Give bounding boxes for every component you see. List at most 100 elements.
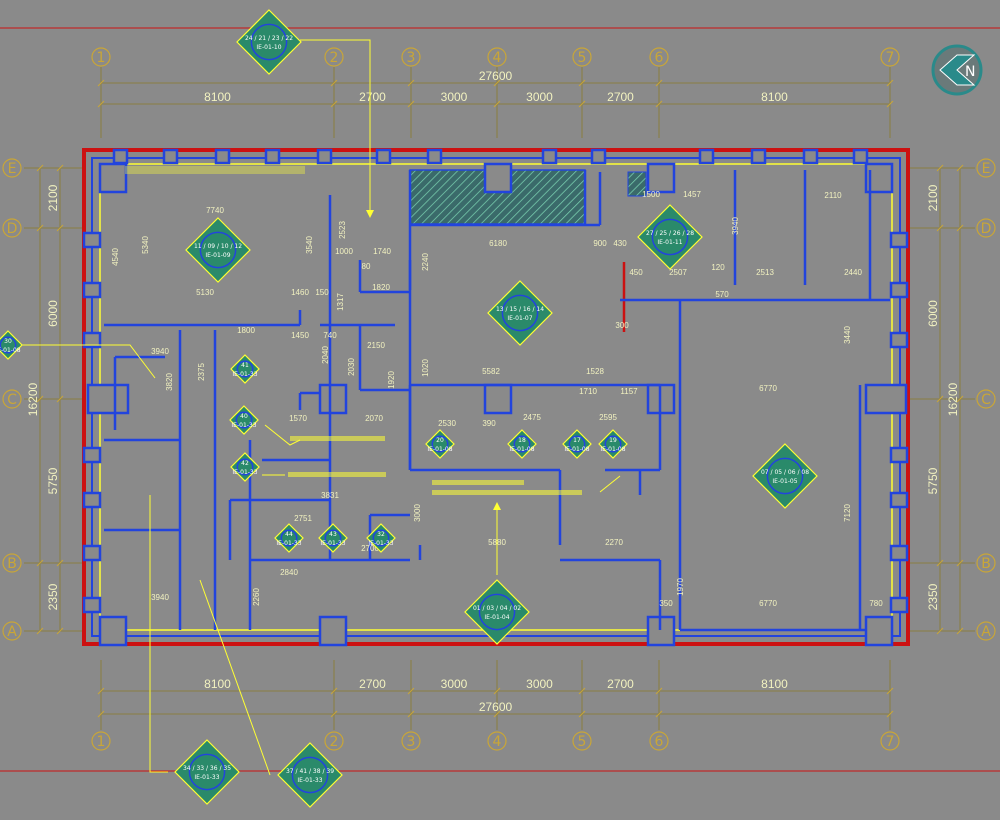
axis-bubble-6-circle <box>649 47 669 67</box>
interior-dimension: 5130 <box>196 288 214 297</box>
interior-dimension: 2595 <box>599 413 617 422</box>
interior-walls <box>104 170 890 632</box>
axis-bubble-1: 1 <box>97 50 106 66</box>
interior-dimension: 1970 <box>676 578 685 596</box>
elevation-tag-diamond <box>752 443 818 509</box>
interior-dimension: 900 <box>593 239 607 248</box>
interior-dimension: 1157 <box>620 387 638 396</box>
axis-bubble-E-circle <box>976 158 996 178</box>
axis-bubble-C-circle <box>2 389 22 409</box>
axis-bubble-E: E <box>8 161 17 177</box>
leader-line <box>599 475 621 493</box>
column <box>98 615 128 647</box>
axis-bubble-E: E <box>982 161 991 177</box>
interior-dimension: 150 <box>315 288 329 297</box>
column <box>889 331 909 349</box>
column <box>112 148 129 165</box>
column <box>82 331 102 349</box>
column <box>852 148 869 165</box>
elevation-tag-diamond <box>318 523 348 553</box>
interior-dimension: 2700 <box>361 544 379 553</box>
column <box>802 148 819 165</box>
axis-bubble-1-circle <box>91 47 111 67</box>
column <box>889 544 909 562</box>
axis-bubble-2: 2 <box>330 734 339 750</box>
column <box>214 148 231 165</box>
elevation-tag-ref: IE-01-33 <box>368 540 393 547</box>
interior-dimension: 350 <box>659 599 673 608</box>
interior-dimension: 570 <box>715 290 729 299</box>
interior-dimension: 2030 <box>347 358 356 376</box>
column <box>590 148 607 165</box>
axis-bubble-2: 2 <box>330 50 339 66</box>
column-axis-lines <box>100 67 891 730</box>
overall-dimension: 27600 <box>479 700 513 714</box>
interior-dimension: 80 <box>362 262 371 271</box>
column <box>264 148 281 165</box>
elevation-tag-ref: IE-01-08 <box>600 446 625 453</box>
axis-bubble-B: B <box>981 556 991 572</box>
elevation-tag-number: 41 <box>241 362 249 369</box>
elevation-tag-number: 11 / 09 / 10 / 12 <box>194 243 242 250</box>
leader-lines <box>22 39 621 776</box>
segment-dimension: 8100 <box>204 677 231 691</box>
axis-bubble-2-circle <box>324 731 344 751</box>
column <box>864 383 908 415</box>
interior-dimension: 2751 <box>294 514 312 523</box>
interior-dimension: 2475 <box>523 413 541 422</box>
interior-dimension: 2260 <box>252 588 261 606</box>
elevation-tag-number: 01 / 03 / 04 / 02 <box>473 605 521 612</box>
interior-dimension: 2513 <box>756 268 774 277</box>
elevation-tag-number: 27 / 25 / 26 / 28 <box>646 230 694 237</box>
column <box>318 383 348 415</box>
elevation-tag-diamond <box>0 330 23 360</box>
leader-arrow <box>366 210 374 218</box>
column <box>483 383 513 415</box>
interior-dimension: 1457 <box>683 190 701 199</box>
elevation-tag-diamond <box>507 429 537 459</box>
elevation-tag-ref: IE-01-08 <box>564 446 589 453</box>
column <box>86 383 130 415</box>
elevation-tag: 30IE-01-08 <box>0 330 23 360</box>
column <box>375 148 392 165</box>
elevation-tag-number: 34 / 33 / 36 / 35 <box>183 765 231 772</box>
column <box>98 162 128 194</box>
interior-dimension: 1710 <box>579 387 597 396</box>
segment-dimension: 2100 <box>46 184 60 211</box>
interior-dimension: 3440 <box>843 326 852 344</box>
leader-line <box>264 424 301 446</box>
axis-bubble-E-circle <box>2 158 22 178</box>
axis-bubble-C-circle <box>976 389 996 409</box>
segment-dimension: 2350 <box>46 583 60 610</box>
elevation-tag-number: 13 / 15 / 16 / 14 <box>496 306 544 313</box>
interior-dimension: 390 <box>482 419 496 428</box>
axis-bubble-D: D <box>7 221 18 237</box>
column <box>889 231 909 249</box>
elevation-tag-ref: IE-01-04 <box>484 614 509 621</box>
segment-dimension: 3000 <box>526 90 553 104</box>
leader-line <box>149 495 168 773</box>
axis-bubble-3-circle <box>401 47 421 67</box>
elevation-tag-number: 30 <box>4 338 12 345</box>
axis-bubble-5-circle <box>572 731 592 751</box>
axis-bubble-3-circle <box>401 731 421 751</box>
column <box>646 162 676 194</box>
column <box>698 148 715 165</box>
segment-dimension: 3000 <box>441 677 468 691</box>
interior-dimension: 2110 <box>824 191 842 200</box>
axis-bubble-1-circle <box>91 731 111 751</box>
elevation-tag-number: 17 <box>573 437 581 444</box>
